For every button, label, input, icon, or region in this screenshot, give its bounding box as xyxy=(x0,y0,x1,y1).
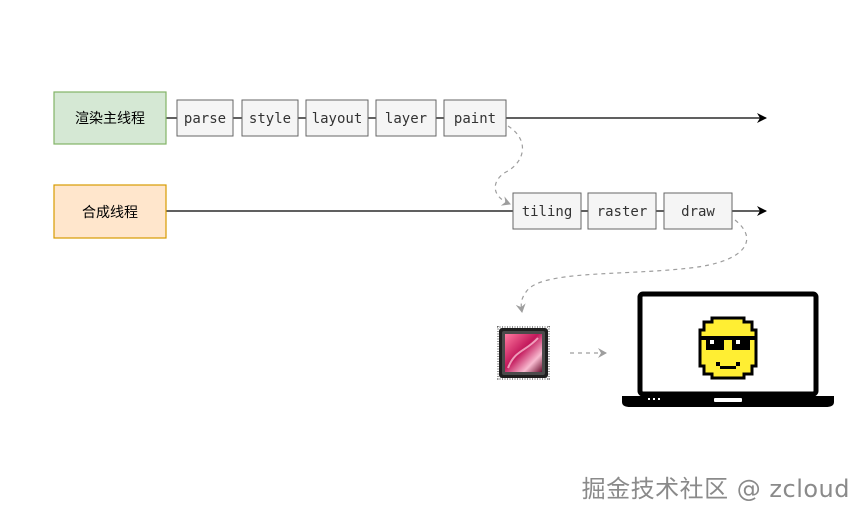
step-paint-label: paint xyxy=(454,111,496,127)
step-paint-box xyxy=(443,99,507,137)
compositor-thread-box xyxy=(53,184,167,239)
watermark: 掘金技术社区 @ zcloud xyxy=(581,475,850,503)
compositor-thread-label: 合成线程 xyxy=(82,205,138,221)
step-layout-label: layout xyxy=(312,111,363,127)
step-draw-box xyxy=(663,192,733,230)
main-thread-label: 渲染主线程 xyxy=(75,111,145,127)
gpu-chip-icon xyxy=(497,326,550,380)
compositor-thread-steps: tiling raster draw xyxy=(512,192,733,230)
step-parse-box xyxy=(176,99,234,137)
step-style-box xyxy=(241,99,299,137)
main-thread-steps: parse style layout layer paint xyxy=(176,99,507,137)
draw-to-gpu-connector xyxy=(515,219,748,313)
step-style-label: style xyxy=(249,111,291,127)
step-layout-box xyxy=(305,99,369,137)
paint-to-tiling-connector xyxy=(494,125,524,206)
step-raster-box xyxy=(587,192,657,230)
step-parse-label: parse xyxy=(184,111,226,127)
step-layer-box xyxy=(375,99,437,137)
step-raster-label: raster xyxy=(597,204,648,220)
step-tiling-label: tiling xyxy=(522,204,573,220)
step-layer-label: layer xyxy=(385,111,427,127)
step-tiling-box xyxy=(512,192,582,230)
sunglasses-face-icon xyxy=(698,316,758,380)
main-thread-box xyxy=(53,91,167,145)
step-draw-label: draw xyxy=(681,204,715,220)
